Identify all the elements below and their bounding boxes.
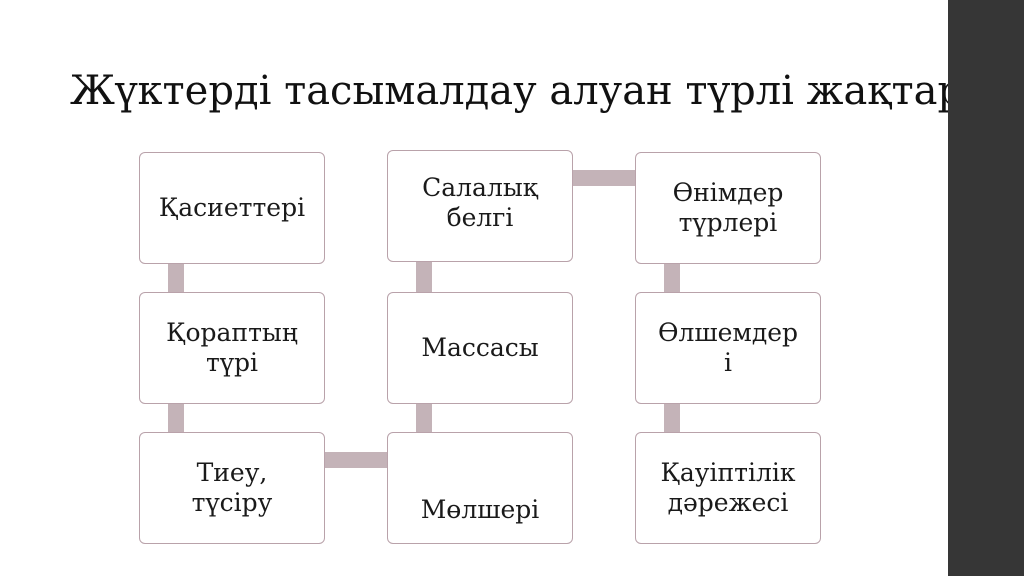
node-massasy: Массасы bbox=[387, 292, 573, 404]
side-panel bbox=[948, 0, 1024, 576]
node-qoraptyn-turi: Қораптың түрі bbox=[139, 292, 325, 404]
node-molsheri: Мөлшері bbox=[387, 432, 573, 544]
node-onimder-turleri: Өнімдер түрлері bbox=[635, 152, 821, 264]
connector-tieu-molsheri bbox=[324, 452, 388, 468]
connector-onimder-olshemderi bbox=[664, 263, 680, 293]
connector-qasietteri-qoraptyn bbox=[168, 263, 184, 293]
connector-salalyq-onimder bbox=[573, 170, 636, 186]
connector-massasy-salalyq bbox=[416, 262, 432, 293]
connector-qoraptyn-tieu bbox=[168, 403, 184, 433]
node-salalyq-belgi: Салалық белгі bbox=[387, 150, 573, 262]
node-olshemderi: Өлшемдер і bbox=[635, 292, 821, 404]
node-qasietteri: Қасиеттері bbox=[139, 152, 325, 264]
slide-title: Жүктерді тасымалдау алуан түрлі жақтары bbox=[70, 68, 995, 114]
connector-molsheri-massasy bbox=[416, 403, 432, 433]
connector-olshemderi-qauiptilik bbox=[664, 403, 680, 433]
node-qauiptilik-darezhesi: Қауіптілік дәрежесі bbox=[635, 432, 821, 544]
node-tieu-tusiru: Тиеу, түсіру bbox=[139, 432, 325, 544]
